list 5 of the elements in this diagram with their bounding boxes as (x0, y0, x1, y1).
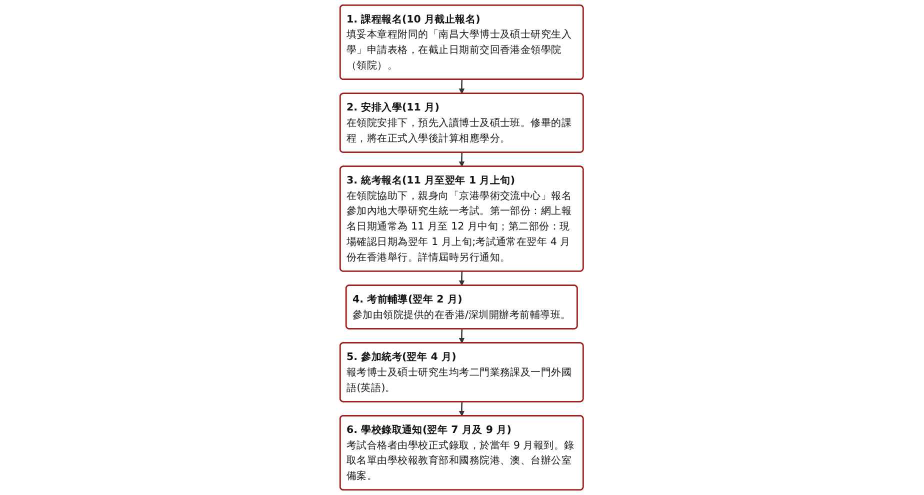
arrow (459, 152, 465, 167)
arrow (459, 402, 465, 416)
arrow (459, 271, 465, 286)
arrow (459, 80, 465, 94)
arrow (459, 329, 465, 344)
